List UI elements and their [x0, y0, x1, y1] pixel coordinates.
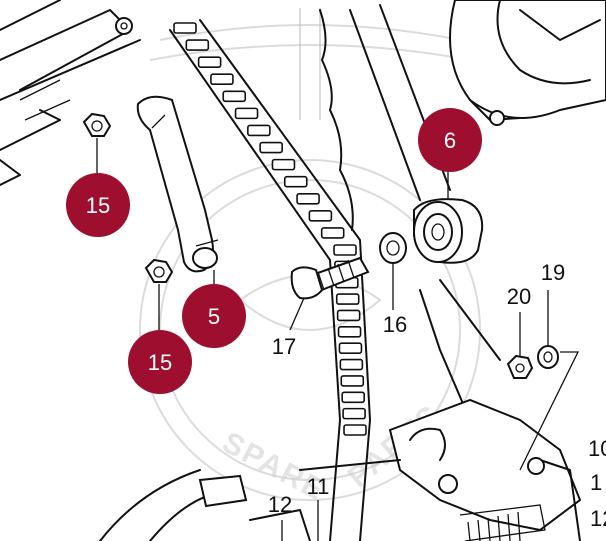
belt-tooth — [247, 124, 271, 137]
belt-tooth — [340, 375, 365, 387]
label-10-edge[interactable]: 10 — [588, 436, 606, 461]
label-17[interactable]: 17 — [272, 334, 296, 359]
washer-16 — [379, 232, 407, 264]
badge-15-bottom[interactable]: 15 — [128, 330, 192, 394]
label-19[interactable]: 19 — [541, 260, 565, 285]
badge-5-text: 5 — [208, 304, 220, 329]
tensioner-bolt — [290, 256, 370, 300]
badge-5[interactable]: 5 — [182, 284, 246, 348]
belt-tooth — [339, 358, 364, 371]
nut-15-bottom — [144, 258, 174, 283]
nut-20 — [506, 354, 534, 379]
upper-left-bracket — [0, 0, 141, 186]
badge-15-top[interactable]: 15 — [66, 173, 130, 237]
belt-tooth — [336, 309, 361, 322]
badge-15-bottom-text: 15 — [148, 350, 172, 375]
belt-tooth — [197, 56, 222, 68]
badge-6-text: 6 — [444, 128, 456, 153]
belt-tooth — [271, 158, 296, 171]
belt-tooth — [185, 39, 210, 51]
belt-tooth — [335, 293, 360, 305]
belt-tooth — [320, 227, 345, 239]
belt-tooth — [341, 391, 365, 404]
nut-15-top — [82, 112, 112, 137]
lower-left-housing — [99, 459, 401, 541]
label-16[interactable]: 16 — [383, 312, 407, 337]
belt-tooth — [173, 22, 197, 34]
label-1-edge[interactable]: 1 — [590, 470, 602, 495]
belt-tooth — [343, 424, 367, 436]
belt-tooth — [333, 244, 357, 256]
belt-tooth — [259, 141, 283, 154]
belt-tooth — [296, 192, 320, 205]
badge-6[interactable]: 6 — [418, 108, 482, 172]
belt-tooth — [342, 407, 366, 420]
tensioner-lever — [136, 95, 219, 273]
washer-19 — [537, 345, 559, 369]
belt-tooth — [210, 73, 234, 86]
belt-tooth — [308, 210, 333, 222]
label-12-edge[interactable]: 12 — [590, 506, 606, 531]
belt-tooth — [234, 107, 259, 120]
belt-tooth — [283, 175, 308, 188]
label-12[interactable]: 12 — [268, 492, 292, 517]
lower-right-bracket — [388, 398, 582, 541]
idler-roller — [413, 198, 484, 264]
belt-tooth — [337, 326, 362, 338]
belt-tooth — [222, 90, 247, 103]
label-20[interactable]: 20 — [507, 284, 531, 309]
label-11[interactable]: 11 — [307, 474, 330, 499]
camshaft-pulley — [449, 0, 606, 126]
badge-15-top-text: 15 — [86, 193, 110, 218]
belt-tooth — [338, 342, 363, 354]
